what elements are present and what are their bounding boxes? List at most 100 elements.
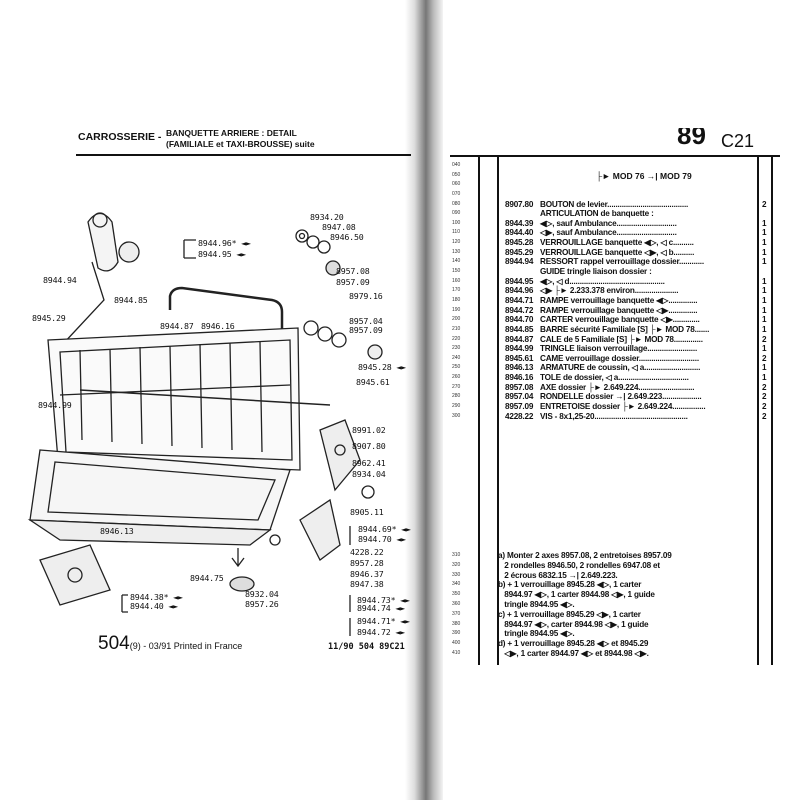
callout-label: 8957.09 — [349, 325, 383, 335]
callout-label: 8946.13 — [100, 526, 134, 536]
quantity: 1 — [762, 363, 767, 373]
callout-label: 8944.74 ◄► — [357, 603, 405, 613]
callout-label: 8946.50 — [330, 232, 364, 242]
group-code: C21 — [721, 131, 755, 151]
quantity: 1 — [762, 276, 767, 286]
line-number: 120 — [452, 239, 461, 246]
line-number: 110 — [452, 229, 460, 236]
part-number: 8946.13 — [505, 363, 534, 373]
note-text: a) Monter 2 axes 8957.08, 2 entretoises … — [498, 551, 672, 560]
part-number: 8957.08 — [505, 382, 534, 392]
callout-label: 8945.29 — [32, 313, 66, 323]
callout-label: 8907.80 — [352, 441, 386, 451]
line-number: 280 — [452, 393, 461, 400]
exploded-diagram — [27, 212, 383, 636]
part-number: 8957.04 — [505, 392, 534, 402]
callout-label: 8957.28 — [350, 558, 384, 568]
part-description: ARTICULATION de banquette : — [540, 209, 654, 219]
quantity: 2 — [762, 411, 767, 421]
callout-label: 8944.71* ◄► — [357, 616, 410, 626]
note-text: b) + 1 verrouillage 8945.28 ◀▷, 1 carter — [498, 580, 642, 590]
line-number: 360 — [452, 600, 461, 607]
part-description: RAMPE verrouillage banquette ◁▶.........… — [540, 305, 698, 315]
quantity: 2 — [762, 334, 767, 344]
column-divider — [771, 155, 773, 665]
line-number: 050 — [452, 171, 461, 178]
part-description: AXE dossier ├► 2.649.224................… — [540, 382, 695, 392]
part-number: 8944.85 — [505, 324, 534, 334]
part-description: GUIDE tringle liaison dossier : — [540, 267, 652, 277]
callout-label: 8957.08 — [336, 266, 370, 276]
callout-label: 8944.75 — [190, 573, 224, 583]
mounting-bracket-drawing — [39, 534, 281, 606]
callout-label: 8944.73* ◄► — [357, 595, 410, 605]
callout-label: 8944.96* ◄► — [198, 238, 251, 248]
callout-label: 8946.37 — [350, 569, 384, 579]
note-text: tringle 8944.95 ◀▷. — [498, 629, 575, 639]
line-number: 040 — [452, 162, 461, 168]
line-number: 100 — [452, 219, 461, 226]
line-number: 210 — [452, 325, 461, 332]
note-text: tringle 8944.95 ◀▷. — [498, 599, 575, 609]
callout-label: 8947.38 — [350, 579, 384, 589]
part-description: RAMPE verrouillage banquette ◀▷.........… — [540, 295, 698, 305]
line-number: 370 — [452, 610, 461, 617]
quantity: 2 — [762, 199, 767, 209]
direction-arrow — [231, 548, 245, 568]
quantity: 2 — [762, 353, 767, 363]
table-top-rule — [450, 155, 780, 157]
quantity: 1 — [762, 373, 767, 383]
callout-label: 8962.41 — [352, 458, 386, 468]
part-number: 8945.61 — [505, 353, 534, 363]
note-text: 2 écrous 6832.15 →| 2.649.223. — [498, 570, 618, 580]
callout-label: 8944.38* ◄► — [130, 592, 183, 602]
line-number: 350 — [452, 591, 461, 598]
line-number: 330 — [452, 571, 461, 578]
column-divider — [757, 155, 759, 665]
part-description: VIS - 8x1,25-20.........................… — [540, 411, 688, 421]
line-number: 290 — [452, 403, 461, 410]
part-description: CALE de 5 Familiale [S] ├► MOD 78.......… — [540, 334, 703, 344]
callout-label: 8944.72 ◄► — [357, 627, 405, 637]
part-number: 8944.70 — [505, 315, 534, 325]
line-number: 310 — [452, 552, 461, 558]
heading-line-2: (FAMILIALE et TAXI-BROUSSE) suite — [166, 139, 315, 149]
part-description: ARMATURE de coussin, ◁ a................… — [540, 363, 701, 373]
part-description: ◁▶, sauf Ambulance......................… — [540, 228, 677, 238]
page-heading: BANQUETTE ARRIERE : DETAIL (FAMILIALE et… — [166, 128, 315, 150]
line-number: 200 — [452, 316, 461, 323]
part-description: CAME verrouillage dossier...............… — [540, 353, 699, 363]
footer-reference: 11/90 504 89C21 — [328, 642, 405, 652]
quantity: 2 — [762, 382, 767, 392]
callout-label: 8957.09 — [336, 277, 370, 287]
quantity: 1 — [762, 315, 767, 325]
line-number: 170 — [452, 287, 461, 294]
quantity: 1 — [762, 238, 767, 248]
quantity: 1 — [762, 286, 767, 296]
part-number: 8944.95 — [505, 276, 534, 286]
callout-label: 8944.85 — [114, 295, 148, 305]
callout-label: 8944.40 ◄► — [130, 601, 178, 611]
line-number: 070 — [452, 190, 461, 197]
line-number: 250 — [452, 364, 461, 371]
part-description: ◁▶ ├► 2.233.378 environ.................… — [540, 286, 679, 296]
line-number: 270 — [452, 383, 461, 390]
callout-label: 8905.11 — [350, 507, 384, 517]
quantity: 1 — [762, 257, 767, 267]
callout-label: 8944.69* ◄► — [358, 524, 411, 534]
seat-frame-drawing — [27, 449, 291, 546]
note-text: d) + 1 verrouillage 8945.28 ◀▷ et 8945.2… — [498, 639, 649, 649]
callout-label: 8957.04 — [349, 316, 383, 326]
book-spine — [405, 0, 443, 800]
model-number: 504 — [98, 633, 130, 654]
backrest-drawing — [47, 327, 301, 471]
washer-stack-drawing — [295, 229, 383, 360]
callout-label: 8991.02 — [352, 425, 386, 435]
part-description: ENTRETOISE dossier ├► 2.649.224.........… — [540, 402, 706, 412]
safety-bar-drawing — [168, 286, 284, 352]
header-rule — [76, 154, 411, 156]
page-number: 89 — [677, 120, 706, 150]
callout-label: 8947.08 — [322, 222, 356, 232]
part-description: BOUTON de levier........................… — [540, 199, 689, 209]
